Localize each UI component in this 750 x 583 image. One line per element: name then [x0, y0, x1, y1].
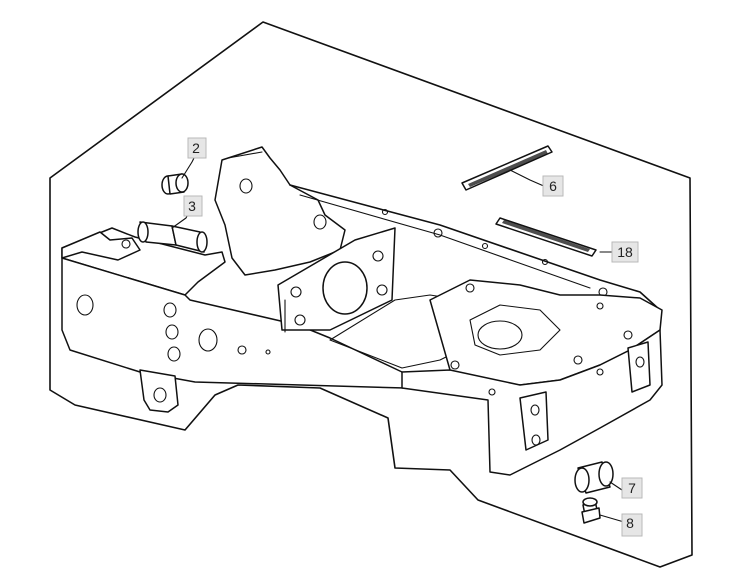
leader-8	[599, 514, 625, 523]
callout-6-label: 6	[549, 178, 557, 194]
callout-6: 6	[542, 175, 564, 197]
part-6-strip	[461, 145, 553, 191]
part-3-pin	[137, 221, 208, 253]
callout-7: 7	[621, 477, 643, 499]
callout-8: 8	[621, 513, 643, 537]
callout-7-label: 7	[628, 480, 636, 496]
callout-18-label: 18	[617, 244, 633, 260]
background-panel	[49, 21, 693, 568]
subframe-drawing	[61, 146, 663, 476]
callout-3: 3	[183, 195, 203, 217]
part-7-sleeve	[574, 461, 614, 494]
leader-7	[609, 481, 623, 491]
callout-2-label: 2	[192, 140, 200, 156]
part-2-bushing	[161, 173, 189, 195]
leader-6	[509, 169, 547, 188]
callout-8-label: 8	[626, 515, 634, 531]
callout-18: 18	[611, 241, 639, 263]
part-8-fitting	[581, 497, 601, 524]
part-18-strip	[495, 217, 597, 257]
callout-2: 2	[187, 137, 207, 159]
callout-3-label: 3	[188, 198, 196, 214]
